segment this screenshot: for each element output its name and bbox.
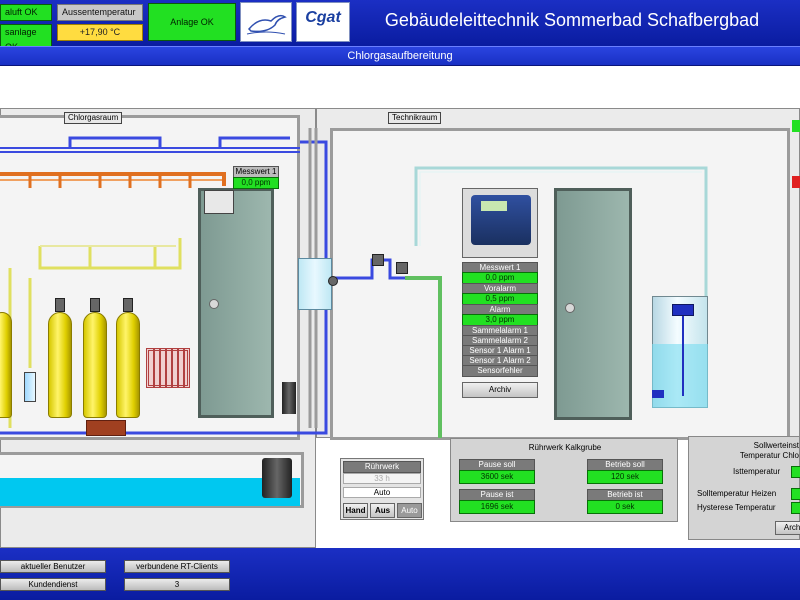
technik-door xyxy=(554,188,632,420)
outside-temp-label: Aussentemperatur xyxy=(57,4,143,21)
setpoint-archive-button[interactable]: Archiv xyxy=(775,521,800,535)
setpoint-panel: Sollwerteinst Temperatur Chlo Isttempera… xyxy=(688,436,800,540)
swan-logo-icon xyxy=(240,2,292,42)
technik-room-label: Technikraum xyxy=(388,112,442,124)
mode-auto-button[interactable]: Auto xyxy=(397,503,422,518)
indicator-red xyxy=(792,176,800,188)
door-knob-icon xyxy=(565,303,575,313)
exhaust-fan-icon xyxy=(282,382,296,414)
outside-temp-value: +17,90 °C xyxy=(57,24,143,41)
actual-temp-value xyxy=(791,466,800,478)
gas-cylinder xyxy=(0,312,12,418)
cylinder-valve-icon xyxy=(123,298,133,312)
lime-pit-title: Rührwerk Kalkgrube xyxy=(528,443,602,452)
cylinder-scale xyxy=(86,420,126,436)
chlorgas-door xyxy=(198,188,274,418)
setpoint-subtitle: Temperatur Chlo xyxy=(739,451,799,460)
section-title: Chlorgasaufbereitung xyxy=(0,46,800,66)
valve-icon xyxy=(396,262,408,274)
heat-setpoint-value[interactable] xyxy=(791,488,800,500)
cylinder-valve-icon xyxy=(55,298,65,312)
hysteresis-label: Hysterese Temperatur xyxy=(697,503,776,512)
setpoint-title: Sollwerteinst xyxy=(753,441,799,450)
mixer-blade-icon xyxy=(652,390,664,398)
mode-off-button[interactable]: Aus xyxy=(370,503,395,518)
cgat-logo: Cgat xyxy=(296,2,350,42)
gas-cylinder xyxy=(116,312,140,418)
mode-hand-button[interactable]: Hand xyxy=(343,503,368,518)
lime-pit-panel: Rührwerk Kalkgrube Pause soll 3600 sek B… xyxy=(450,438,678,522)
archive-button[interactable]: Archiv xyxy=(462,382,538,398)
flow-meter-icon xyxy=(24,372,36,402)
valve-icon xyxy=(372,254,384,266)
controller-screen xyxy=(481,201,507,211)
mixer-title: Rührwerk xyxy=(343,461,421,473)
mixer-motor-icon xyxy=(672,304,694,316)
cylinder-valve-icon xyxy=(90,298,100,312)
door-knob-icon xyxy=(209,299,219,309)
status-abluft: aluft OK xyxy=(0,4,52,21)
system-status: Anlage OK xyxy=(148,3,236,41)
indicator-green xyxy=(792,120,800,132)
footer-bar: aktueller Benutzer Kundendienst verbunde… xyxy=(0,548,800,600)
run-target-value[interactable]: 120 sek xyxy=(587,470,663,484)
gas-controller xyxy=(462,188,538,258)
run-actual-value: 0 sek xyxy=(587,500,663,514)
mixer-mode: Auto xyxy=(343,487,421,498)
rt-clients-label: verbundene RT-Clients xyxy=(124,560,230,573)
tank-liquid xyxy=(652,344,708,408)
controller-status-panel: Messwert 1 0,0 ppm Voralarm 0,5 ppm Alar… xyxy=(462,262,538,380)
pause-target-value[interactable]: 3600 sek xyxy=(459,470,535,484)
mixer-control: Rührwerk 33 h Auto Hand Aus Auto xyxy=(340,458,424,520)
chlorgas-sensor-value: 0,0 ppm xyxy=(233,177,279,189)
mixer-shaft xyxy=(682,316,684,396)
page-title: Gebäudeleittechnik Sommerbad Schafbergba… xyxy=(384,10,760,30)
rt-clients-value: 3 xyxy=(124,578,230,591)
current-user-label: aktueller Benutzer xyxy=(0,560,106,573)
chlorgas-room-label: Chlorgasraum xyxy=(64,112,123,124)
heat-setpoint-label: Solltemperatur Heizen xyxy=(697,489,777,498)
header-bar: aluft OK sanlage OK Aussentemperatur +17… xyxy=(0,0,800,56)
hysteresis-value[interactable] xyxy=(791,502,800,514)
cgat-logo-text: Cgat xyxy=(305,9,341,26)
heater-radiator-icon xyxy=(146,348,190,388)
pause-actual-value: 1696 sek xyxy=(459,500,535,514)
dosing-unit xyxy=(298,258,332,310)
gas-cylinder xyxy=(83,312,107,418)
controller-display xyxy=(471,195,531,245)
actual-temp-label: Isttemperatur xyxy=(733,467,781,476)
valve-icon xyxy=(328,276,338,286)
pump-icon xyxy=(262,458,292,498)
gas-cylinder xyxy=(48,312,72,418)
water-basin xyxy=(0,478,300,506)
current-user-value: Kundendienst xyxy=(0,578,106,591)
sensor-error: Sensorfehler xyxy=(462,365,538,377)
gas-sensor-icon xyxy=(204,190,234,214)
mixer-runtime: 33 h xyxy=(343,473,421,484)
